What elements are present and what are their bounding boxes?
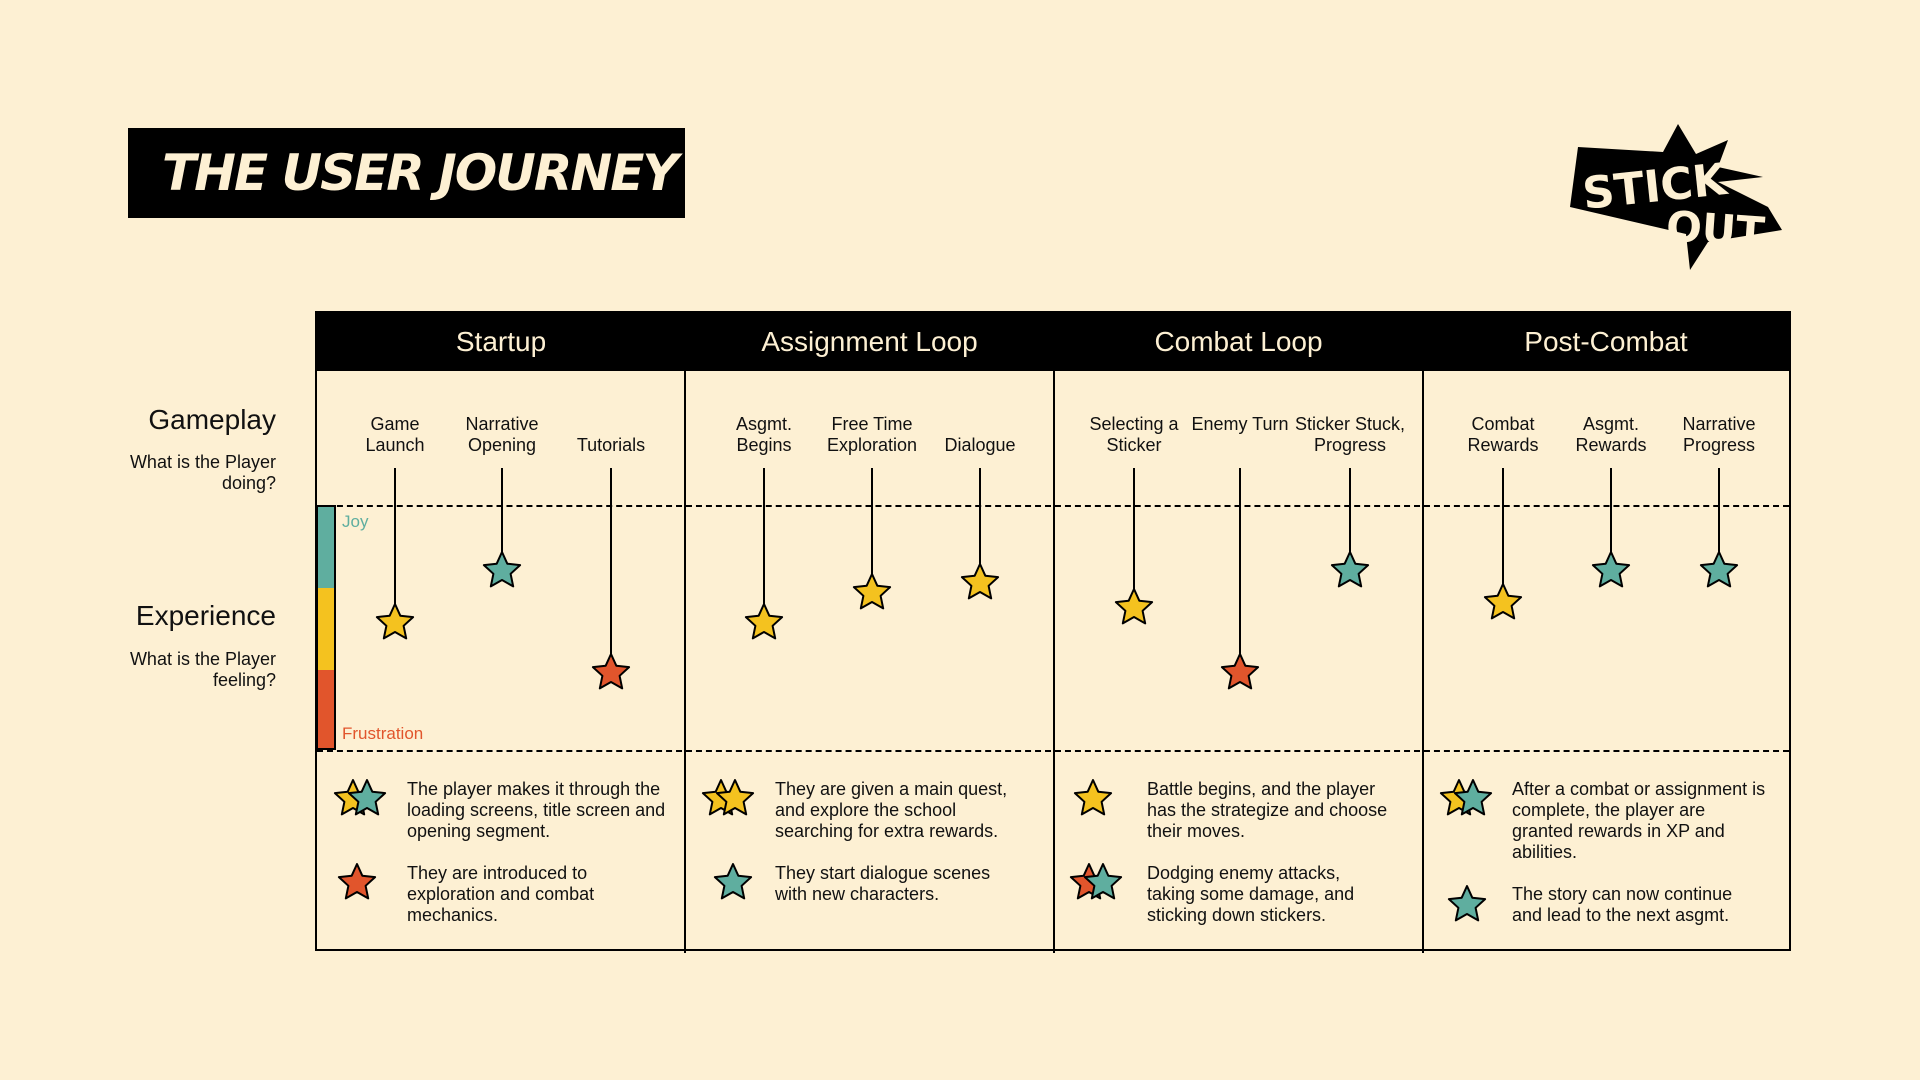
phase-note: Battle begins, and the player has the st… — [1147, 779, 1388, 841]
phase-note: They are given a main quest, and explore… — [775, 779, 1008, 841]
step-label: Narrative Progress — [1682, 414, 1756, 455]
step-label: Tutorials — [576, 435, 646, 455]
step-label: Asgmt. Begins — [735, 414, 792, 455]
star-neutral-icon — [1114, 588, 1154, 625]
note-star-joy-icon — [1447, 885, 1487, 922]
phase-note: The story can now continue and lead to t… — [1512, 884, 1733, 925]
note-star-joy-icon — [1453, 779, 1493, 816]
step-label: Asgmt. Rewards — [1575, 414, 1647, 455]
phase-divider — [684, 313, 686, 953]
phase-header-assignment-loop: Assignment Loop — [685, 313, 1054, 371]
step-label: Game Launch — [365, 414, 425, 455]
gameplay-row-subtitle: What is the Player doing? — [129, 452, 276, 493]
stickout-logo-icon: STICK OUT — [1570, 124, 1782, 270]
step-label: Combat Rewards — [1467, 414, 1539, 455]
phase-header-startup: Startup — [317, 313, 685, 371]
note-star-neutral-icon — [1073, 779, 1113, 816]
journey-markers — [333, 468, 1739, 922]
phase-note: They are introduced to exploration and c… — [407, 863, 595, 925]
phase-note: They start dialogue scenes with new char… — [775, 863, 991, 904]
step-label: Free Time Exploration — [826, 414, 918, 455]
star-neutral-icon — [960, 563, 1000, 600]
step-label: Narrative Opening — [465, 414, 539, 455]
note-star-neutral-icon — [715, 779, 755, 816]
star-joy-icon — [1330, 551, 1370, 588]
experience-row-subtitle: What is the Player feeling? — [129, 649, 276, 690]
note-star-joy-icon — [347, 779, 387, 816]
journey-board: Startup Assignment Loop Combat Loop Post… — [315, 311, 1791, 953]
star-joy-icon — [482, 551, 522, 588]
star-neutral-icon — [375, 603, 415, 640]
phase-header-combat-loop: Combat Loop — [1054, 313, 1423, 371]
page-title: THE USER JOURNEY — [162, 144, 679, 202]
phase-note: Dodging enemy attacks, taking some damag… — [1147, 863, 1355, 925]
star-neutral-icon — [744, 603, 784, 640]
note-star-frustration-icon — [337, 863, 377, 900]
phase-note: The player makes it through the loading … — [407, 779, 666, 841]
frustration-label: Frustration — [342, 724, 424, 743]
star-neutral-icon — [852, 573, 892, 610]
logo-line2: OUT — [1665, 201, 1767, 257]
phase-header-post-combat: Post-Combat — [1423, 313, 1789, 371]
frustration-baseline — [317, 750, 1789, 752]
step-label: Enemy Turn — [1191, 414, 1289, 434]
star-neutral-icon — [1483, 583, 1523, 620]
note-star-joy-icon — [1083, 863, 1123, 900]
joy-baseline — [317, 505, 1789, 507]
phase-divider — [1053, 313, 1055, 953]
meter-frustration-segment — [316, 670, 336, 750]
step-label: Selecting a Sticker — [1089, 414, 1179, 455]
phase-note: After a combat or assignment is complete… — [1512, 779, 1766, 862]
star-frustration-icon — [1220, 653, 1260, 690]
experience-row-title: Experience — [135, 600, 276, 631]
meter-neutral-segment — [316, 588, 336, 670]
step-label: Dialogue — [944, 435, 1016, 455]
note-star-joy-icon — [713, 863, 753, 900]
page-title-box: THE USER JOURNEY — [128, 128, 685, 218]
phase-divider — [1422, 313, 1424, 953]
meter-joy-segment — [316, 505, 336, 588]
star-joy-icon — [1699, 551, 1739, 588]
joy-label: Joy — [342, 512, 369, 531]
star-joy-icon — [1591, 551, 1631, 588]
gameplay-row-title: Gameplay — [148, 404, 276, 435]
step-label: Sticker Stuck, Progress — [1294, 414, 1406, 455]
star-frustration-icon — [591, 653, 631, 690]
